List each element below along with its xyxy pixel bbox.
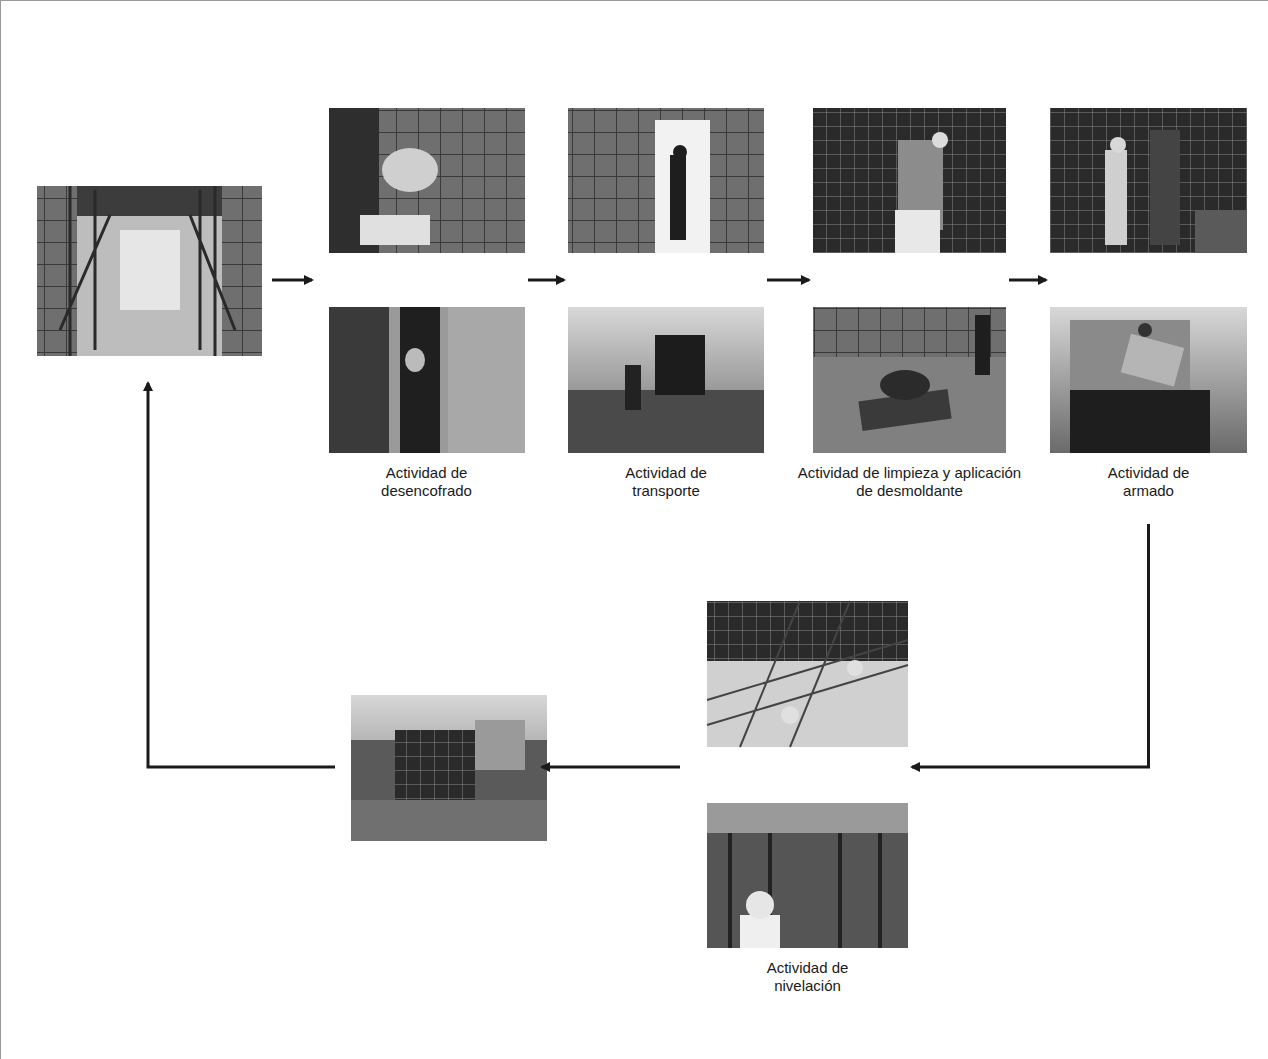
photo bbox=[707, 601, 908, 948]
photo bbox=[1050, 108, 1247, 453]
frame-line bbox=[0, 0, 1268, 1]
activity-caption: Actividad de transporte bbox=[606, 464, 726, 500]
activity-caption: Actividad de nivelación bbox=[748, 959, 868, 995]
flow-arrow bbox=[767, 279, 809, 282]
activity-node: Actividad de transporte bbox=[568, 107, 764, 504]
activity-node: Actividad de armado bbox=[1050, 107, 1247, 504]
flow-arrow bbox=[528, 279, 564, 282]
activity-caption: Actividad de limpieza y aplicación de de… bbox=[790, 464, 1030, 500]
activity-caption: Actividad de desencofrado bbox=[367, 464, 487, 500]
flow-arrow bbox=[272, 279, 312, 282]
activity-caption: Actividad de armado bbox=[1089, 464, 1209, 500]
activity-node: Actividad de desencofrado bbox=[328, 107, 525, 504]
flow-arrow bbox=[1009, 279, 1046, 282]
photo bbox=[37, 186, 262, 356]
photo bbox=[329, 108, 525, 453]
photo bbox=[351, 695, 547, 841]
flow-arrow bbox=[148, 383, 335, 767]
flow-arrow bbox=[542, 766, 680, 769]
photo bbox=[813, 108, 1006, 453]
flow-arrow bbox=[912, 524, 1149, 767]
frame-line bbox=[0, 0, 1, 1059]
photo bbox=[568, 108, 764, 453]
activity-node: Actividad de limpieza y aplicación de de… bbox=[813, 107, 1006, 504]
activity-node: Actividad de nivelación bbox=[707, 601, 908, 999]
